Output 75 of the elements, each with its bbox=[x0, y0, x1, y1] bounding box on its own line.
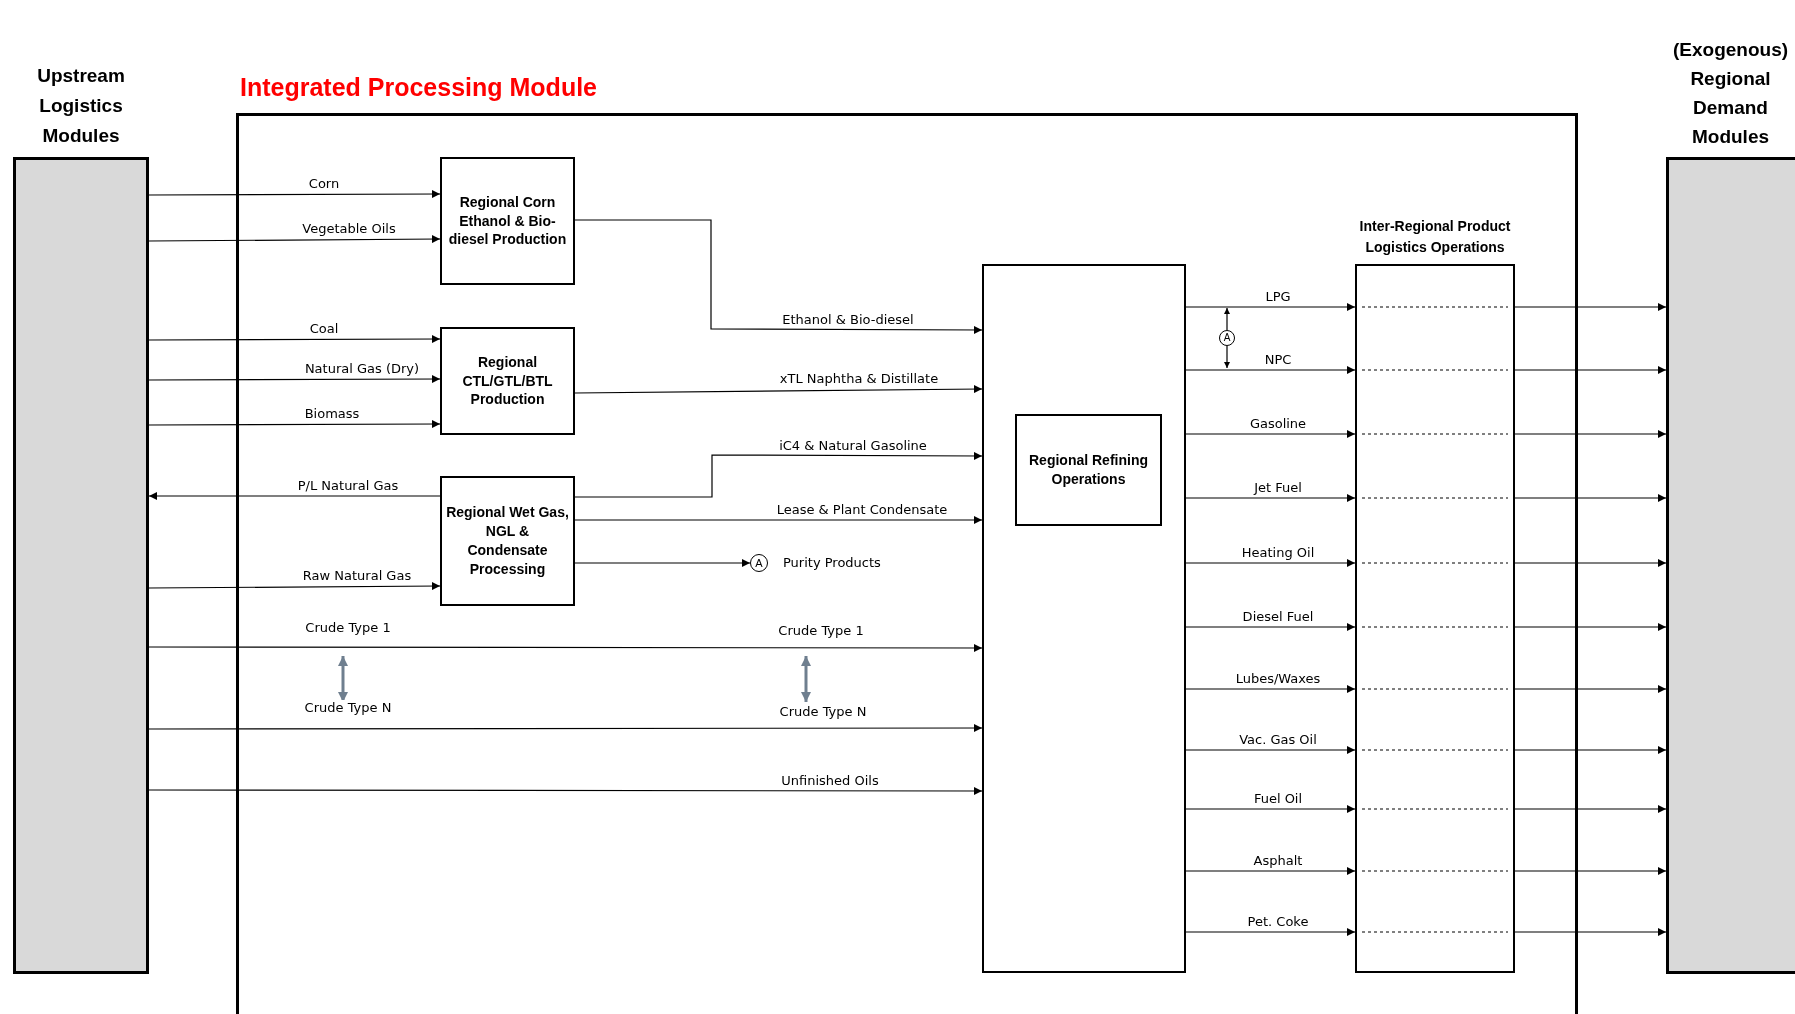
arrow bbox=[1185, 366, 1356, 374]
process-box bbox=[982, 264, 1186, 973]
arrow bbox=[1514, 685, 1667, 693]
arrow bbox=[1514, 559, 1667, 567]
edge-label: Vac. Gas Oil bbox=[1237, 732, 1319, 747]
edge-label: LPG bbox=[1263, 289, 1293, 304]
arrow bbox=[574, 516, 983, 524]
edge-label: Pet. Coke bbox=[1245, 914, 1311, 929]
module-heading: (Exogenous) Regional Demand Modules bbox=[1671, 38, 1790, 149]
edge-label: Unfinished Oils bbox=[779, 773, 881, 788]
arrow bbox=[148, 335, 441, 344]
arrow bbox=[1224, 307, 1230, 331]
process-box bbox=[440, 327, 575, 435]
connector-circle bbox=[750, 554, 768, 572]
arrow bbox=[1185, 430, 1356, 438]
edge-label: Diesel Fuel bbox=[1240, 609, 1316, 624]
arrow bbox=[574, 219, 983, 334]
node-label: Regional Corn Ethanol & Bio-diesel Production bbox=[447, 192, 568, 250]
arrow bbox=[1514, 746, 1667, 754]
edge-label: Crude Type 1 bbox=[303, 620, 393, 635]
arrow bbox=[148, 787, 983, 795]
edge-label: Asphalt bbox=[1251, 853, 1305, 868]
arrow bbox=[1185, 494, 1356, 502]
process-box bbox=[1015, 414, 1162, 526]
edge-label: Coal bbox=[307, 321, 341, 336]
arrow bbox=[148, 644, 983, 652]
line-label: Crude Type N bbox=[777, 704, 869, 719]
node-label: Regional CTL/GTL/BTL Production bbox=[461, 352, 554, 410]
arrow bbox=[1514, 867, 1667, 875]
edge-label: Vegetable Oils bbox=[300, 221, 398, 236]
node-label: A bbox=[755, 555, 763, 571]
arrow bbox=[148, 235, 441, 244]
arrow bbox=[148, 582, 441, 591]
arrow bbox=[1185, 867, 1356, 875]
edge-label: xTL Naphtha & Distillate bbox=[777, 371, 941, 386]
edge-label: Jet Fuel bbox=[1252, 480, 1304, 495]
edge-label: Gasoline bbox=[1247, 416, 1309, 431]
arrow bbox=[574, 385, 983, 394]
arrow bbox=[1224, 345, 1230, 369]
arrow bbox=[1514, 623, 1667, 631]
arrow bbox=[574, 559, 751, 567]
edge-label: Crude Type N bbox=[302, 700, 394, 715]
module-heading: Upstream Logistics Modules bbox=[36, 64, 126, 148]
arrow bbox=[1185, 559, 1356, 567]
node-label: Regional Wet Gas, NGL & Condensate Processing bbox=[445, 503, 570, 579]
arrow bbox=[1185, 928, 1356, 936]
arrow bbox=[1185, 685, 1356, 693]
module-heading: Integrated Processing Module bbox=[239, 72, 598, 103]
arrow bbox=[148, 724, 983, 732]
arrow bbox=[1185, 746, 1356, 754]
arrow bbox=[1514, 494, 1667, 502]
edge-label: iC4 & Natural Gasoline bbox=[777, 438, 929, 453]
edge-label: Corn bbox=[306, 176, 342, 191]
arrow bbox=[1514, 366, 1667, 374]
arrow bbox=[574, 451, 983, 498]
arrow bbox=[1514, 430, 1667, 438]
arrow bbox=[148, 375, 441, 384]
arrow bbox=[1514, 805, 1667, 813]
arrow bbox=[1185, 623, 1356, 631]
arrow bbox=[1185, 303, 1356, 311]
arrow bbox=[148, 190, 441, 199]
arrow bbox=[1514, 928, 1667, 936]
arrow bbox=[1514, 303, 1667, 311]
node-label: Regional Refining Operations bbox=[1028, 451, 1149, 489]
edge-label: Ethanol & Bio-diesel bbox=[780, 312, 916, 327]
line-label: Crude Type 1 bbox=[776, 623, 866, 638]
connector-circle bbox=[1219, 330, 1235, 346]
arrow bbox=[1185, 805, 1356, 813]
process-box bbox=[440, 157, 575, 285]
beside-text: Purity Products bbox=[781, 555, 883, 570]
arrow bbox=[148, 492, 441, 500]
module-heading: Inter-Regional Product Logistics Operations bbox=[1358, 217, 1512, 257]
node-label: A bbox=[1223, 331, 1231, 345]
process-box bbox=[440, 476, 575, 606]
arrow bbox=[148, 420, 441, 429]
